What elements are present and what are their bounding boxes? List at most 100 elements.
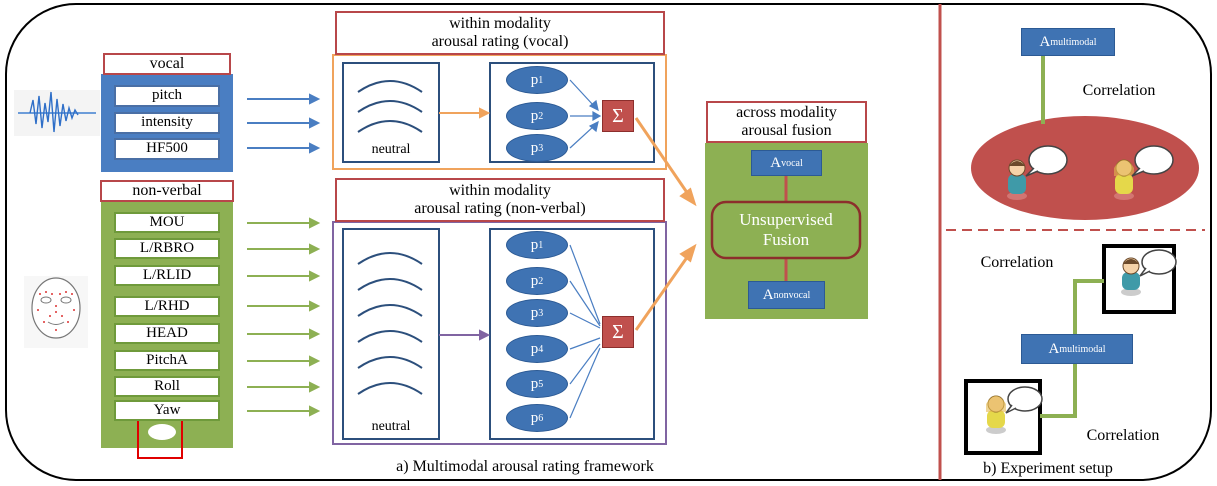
within-vocal-title-line1: within modality xyxy=(449,14,551,32)
setup-correlation-lower: Correlation xyxy=(1086,426,1160,444)
vocal-feature-intensity: intensity xyxy=(114,112,220,134)
caption-a: a) Multimodal arousal rating framework xyxy=(396,457,654,475)
nonverbal-node-p4-text: p xyxy=(530,340,539,357)
vocal-neutral-curves xyxy=(357,80,423,133)
face-landmark-icon xyxy=(24,276,88,348)
fusion-line2: Fusion xyxy=(762,230,810,249)
caption-b: b) Experiment setup xyxy=(983,459,1113,477)
setup-mid-node-sub: multimodal xyxy=(1059,343,1106,355)
nonverbal-neutral-curves xyxy=(357,252,423,395)
setup-red-ellipse xyxy=(971,116,1199,220)
person-icon-screen-top xyxy=(1121,257,1141,296)
vocal-node-to-sigma-arrows xyxy=(569,79,602,149)
a-nonvocal-text: A xyxy=(762,286,774,303)
vocal-internal-arrows xyxy=(439,107,491,119)
nonverbal-feature-pitcha: PitchA xyxy=(114,350,220,371)
setup-mid-node-text: A xyxy=(1048,340,1060,357)
waveform-icon xyxy=(14,90,100,136)
nonverbal-node-p1-text: p xyxy=(530,236,539,253)
setup-connector-lines xyxy=(1040,279,1104,418)
vocal-feature-arrows xyxy=(247,93,321,154)
vocal-node-p2-text: p xyxy=(530,107,539,124)
nonverbal-feature-lrlid: L/RLID xyxy=(114,265,220,286)
within-vocal-frame xyxy=(332,54,667,170)
person-icon-screen-bottom xyxy=(986,395,1006,434)
nonverbal-node-p5-text: p xyxy=(530,375,539,392)
nonverbal-feature-lrhd: L/RHD xyxy=(114,296,220,317)
vocal-node-p1-text: p xyxy=(530,71,539,88)
nonverbal-feature-roll: Roll xyxy=(114,376,220,397)
nonverbal-node-p3-text: p xyxy=(530,304,539,321)
nonverbal-feature-mou: MOU xyxy=(114,212,220,233)
unsupervised-fusion-label: Unsupervised Fusion xyxy=(714,204,858,256)
a-vocal-text: A xyxy=(770,154,782,171)
outer-frame xyxy=(5,3,1212,481)
speech-bubble-screen-bottom xyxy=(1005,386,1043,414)
within-nonverbal-title-line1: within modality xyxy=(449,181,551,199)
vocal-node-p3-text: p xyxy=(530,139,539,156)
nonverbal-feature-lrbro: L/RBRO xyxy=(114,238,220,259)
nonverbal-title: non-verbal xyxy=(100,180,234,202)
across-title-line2: arousal fusion xyxy=(741,122,832,139)
nonverbal-feature-head: HEAD xyxy=(114,323,220,344)
nonverbal-node-p6-text: p xyxy=(530,409,539,426)
sigma-to-fusion-arrows xyxy=(634,117,697,331)
a-vocal-sub: vocal xyxy=(781,157,803,169)
setup-top-node-text: A xyxy=(1039,33,1051,50)
nonverbal-sigma: Σ xyxy=(602,316,634,348)
nonverbal-neutral-box xyxy=(342,228,440,440)
across-title-line1: across modality xyxy=(736,103,837,121)
vocal-neutral-label: neutral xyxy=(371,141,411,157)
speech-bubble-top-left xyxy=(1025,145,1068,177)
nonverbal-node-p2-text: p xyxy=(530,272,539,289)
within-nonverbal-frame xyxy=(332,221,667,445)
a-nonvocal-sub: nonvocal xyxy=(773,289,811,301)
nonverbal-node-p3-sub: 3 xyxy=(538,307,544,319)
nonverbal-node-p6-sub: 6 xyxy=(538,412,544,424)
vocal-feature-hf500: HF500 xyxy=(114,138,220,160)
within-vocal-title: within modality arousal rating (vocal) xyxy=(335,11,665,55)
nonverbal-neutral-label: neutral xyxy=(371,418,411,434)
vocal-feature-pitch: pitch xyxy=(114,85,220,107)
within-nonverbal-title-line2: arousal rating (non-verbal) xyxy=(414,200,586,217)
setup-top-correlation: Correlation xyxy=(1082,81,1156,99)
nonverbal-feature-arrows xyxy=(247,217,321,417)
person-icon-top-left xyxy=(1007,159,1027,200)
nonverbal-node-p4-sub: 4 xyxy=(538,343,544,355)
speech-bubble-top-right xyxy=(1131,145,1174,177)
nonverbal-oval xyxy=(148,424,176,440)
vocal-node-p1-sub: 1 xyxy=(538,74,544,86)
vocal-node-p3-sub: 3 xyxy=(538,142,544,154)
within-vocal-title-line2: arousal rating (vocal) xyxy=(431,33,569,50)
nonverbal-feature-yaw: Yaw xyxy=(114,400,220,421)
nonverbal-node-p1-sub: 1 xyxy=(538,239,544,251)
setup-correlation-upper: Correlation xyxy=(980,253,1054,271)
nonverbal-node-p5-sub: 5 xyxy=(538,378,544,390)
nonverbal-internal-arrows xyxy=(439,329,491,341)
across-title: across modality arousal fusion xyxy=(706,101,867,143)
fusion-line1: Unsupervised xyxy=(739,210,833,230)
person-icon-top-right xyxy=(1114,159,1134,200)
setup-top-node-sub: multimodal xyxy=(1050,36,1097,48)
vocal-title: vocal xyxy=(103,53,231,75)
nonverbal-node-p2-sub: 2 xyxy=(538,275,544,287)
vocal-sigma: Σ xyxy=(602,100,634,132)
within-nonverbal-title: within modality arousal rating (non-verb… xyxy=(335,178,665,222)
speech-bubble-screen-top xyxy=(1139,249,1177,277)
unsupervised-fusion-box xyxy=(710,200,862,260)
vocal-node-p2-sub: 2 xyxy=(538,110,544,122)
